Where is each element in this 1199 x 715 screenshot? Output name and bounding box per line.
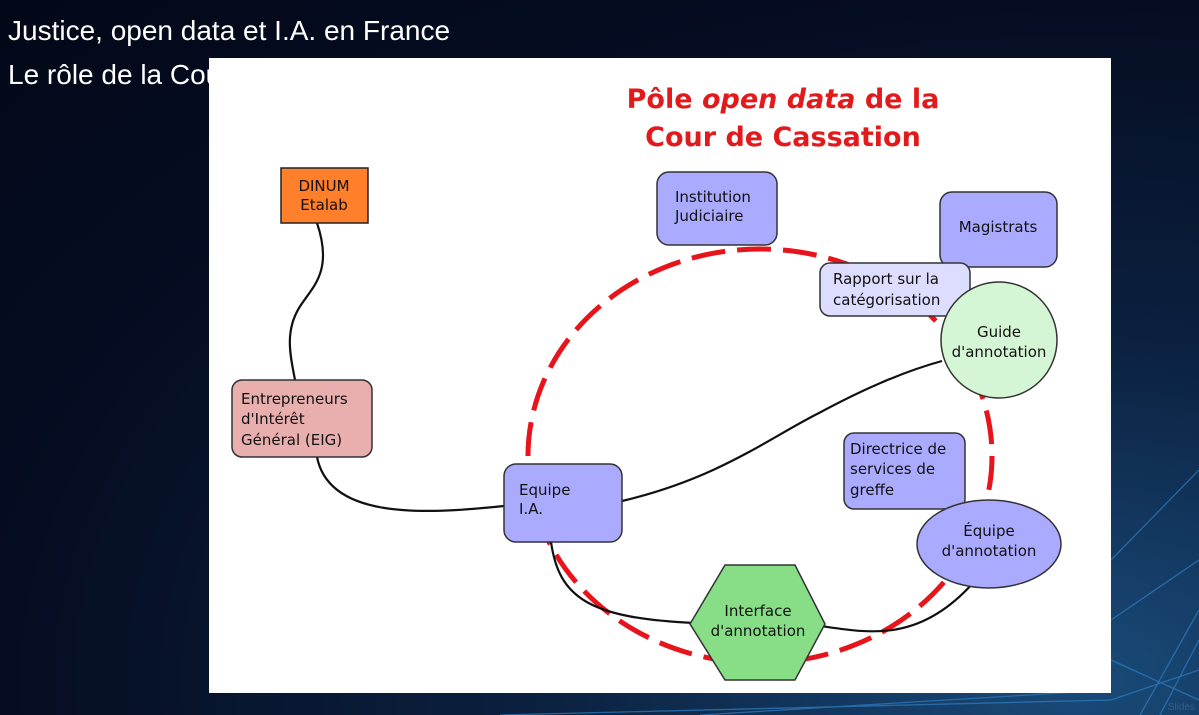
node-interface-annotation: Interface d'annotation	[689, 564, 826, 681]
svg-text:I.A.: I.A.	[519, 500, 543, 518]
link-eig-equipe-ia	[315, 456, 505, 513]
watermark: Slides	[1167, 702, 1195, 713]
svg-text:Équipe: Équipe	[963, 521, 1014, 540]
svg-text:d'annotation: d'annotation	[942, 542, 1037, 560]
link-equipe-ia-interface	[549, 541, 695, 625]
node-magistrats: Magistrats	[939, 191, 1058, 268]
node-eig: Entrepreneurs d'Intérêt Général (EIG)	[231, 379, 373, 458]
svg-text:Rapport sur la: Rapport sur la	[833, 270, 939, 288]
svg-text:DINUM: DINUM	[298, 177, 349, 195]
svg-text:catégorisation: catégorisation	[833, 291, 940, 309]
svg-text:Institution: Institution	[675, 188, 751, 206]
diagram-heading-line-1: Pôle open data de la	[627, 84, 940, 115]
node-rapport-categorisation: Rapport sur la catégorisation	[819, 262, 971, 317]
svg-text:d'Intérêt: d'Intérêt	[241, 410, 305, 428]
svg-text:Entrepreneurs: Entrepreneurs	[241, 390, 348, 408]
diagram-panel: Pôle open data de la Cour de Cassation D…	[209, 58, 1111, 693]
svg-text:d'annotation: d'annotation	[711, 622, 806, 640]
node-directrice-greffe: Directrice de services de greffe	[843, 432, 966, 510]
svg-text:Magistrats: Magistrats	[959, 218, 1038, 236]
svg-text:Interface: Interface	[724, 602, 791, 620]
link-interface-equipe-annot	[820, 582, 974, 633]
node-equipe-annotation: Équipe d'annotation	[916, 499, 1062, 589]
svg-text:services de: services de	[850, 460, 935, 478]
diagram-heading-line-2: Cour de Cassation	[645, 122, 921, 153]
link-equipe-ia-guide	[621, 359, 943, 503]
node-equipe-ia: Equipe I.A.	[503, 463, 623, 543]
slide-title-line-2: Le rôle de la Cour de cassation	[8, 59, 396, 90]
svg-text:Guide: Guide	[977, 323, 1021, 341]
node-dinum-etalab: DINUM Etalab	[280, 167, 369, 224]
node-guide-annotation: Guide d'annotation	[940, 281, 1058, 399]
svg-text:Général (EIG): Général (EIG)	[241, 431, 342, 449]
node-institution-judiciaire: Institution Judiciaire	[656, 171, 778, 246]
org-diagram: Pôle open data de la Cour de Cassation D…	[231, 84, 1062, 681]
svg-text:d'annotation: d'annotation	[952, 343, 1047, 361]
svg-text:Directrice de: Directrice de	[850, 440, 946, 458]
svg-text:greffe: greffe	[850, 481, 894, 499]
slide-title-line-1: Justice, open data et I.A. en France	[8, 15, 451, 46]
svg-text:Judiciaire: Judiciaire	[674, 207, 743, 225]
link-dinum-eig	[288, 222, 325, 381]
svg-text:Equipe: Equipe	[519, 481, 570, 499]
svg-text:Etalab: Etalab	[300, 196, 347, 214]
